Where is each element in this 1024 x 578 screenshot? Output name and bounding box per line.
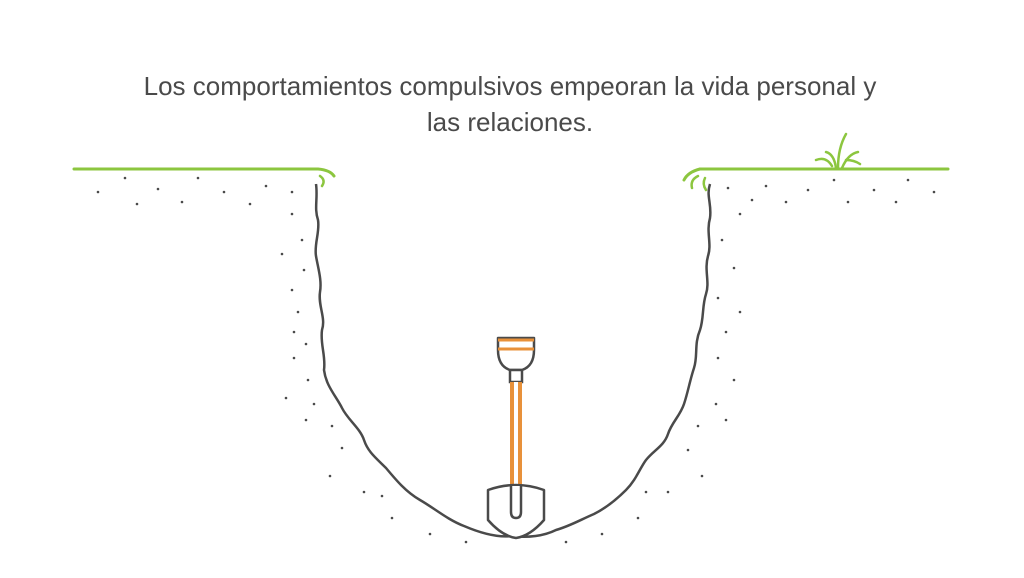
caption-line-1: Los comportamientos compulsivos empeoran…: [143, 71, 877, 101]
hole-outline: [314, 183, 712, 538]
diagram-caption: Los comportamientos compulsivos empeoran…: [100, 68, 920, 140]
shovel-icon: [486, 336, 546, 540]
caption-line-2: las relaciones.: [426, 107, 594, 137]
grass-tuft-icon: [814, 132, 862, 170]
ground-line-right: [682, 167, 950, 192]
soil-dots: [96, 176, 936, 544]
ground-line-left: [72, 167, 336, 188]
